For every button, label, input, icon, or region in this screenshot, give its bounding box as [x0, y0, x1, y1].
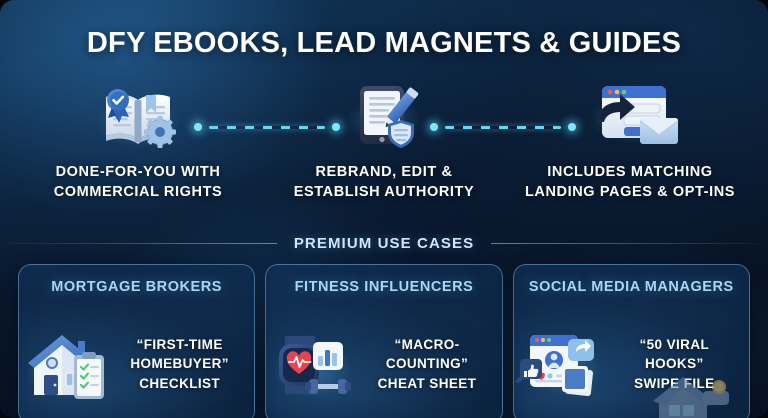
dashed-line	[209, 125, 325, 129]
card-text: “FIRST-TIME HOMEBUYER” CHECKLIST	[115, 335, 254, 392]
feature-caption-line2: ESTABLISH AUTHORITY	[293, 183, 475, 200]
connector-line-2	[430, 122, 576, 132]
feature-caption: INCLUDES MATCHING LANDING PAGES & OPT-IN…	[525, 163, 735, 202]
document-pencil-shield-icon	[261, 76, 507, 154]
feature-caption-line2: LANDING PAGES & OPT-INS	[524, 183, 736, 200]
use-case-card-row: MORTGAGE BROKERS	[18, 264, 750, 418]
card-text-line2: CHEAT SHEET	[377, 375, 477, 391]
section-divider: PREMIUM USE CASES	[0, 232, 768, 254]
feature-caption: REBRAND, EDIT & ESTABLISH AUTHORITY	[294, 163, 475, 202]
connector-dot-icon	[430, 123, 438, 131]
connector-line-1	[194, 122, 340, 132]
smartwatch-heartrate-dumbbell-icon	[266, 321, 362, 407]
feature-caption-line1: INCLUDES MATCHING	[547, 164, 713, 180]
card-title: FITNESS INFLUENCERS	[294, 279, 474, 295]
feature-row: DONE-FOR-YOU WITH COMMERCIAL RIGHTS	[0, 76, 768, 201]
house-checklist-icon	[19, 321, 115, 407]
feature-caption-line1: DONE-FOR-YOU WITH	[55, 164, 221, 180]
divider-line-left	[0, 242, 277, 244]
feature-item-rebrand-edit: REBRAND, EDIT & ESTABLISH AUTHORITY	[261, 76, 507, 202]
card-text-line1: “FIRST-TIME	[136, 337, 223, 353]
section-title: PREMIUM USE CASES	[293, 234, 475, 252]
page-title: DFY EBOOKS, LEAD MAGNETS & GUIDES	[86, 27, 682, 59]
connector-dot-icon	[332, 123, 340, 131]
card-text-line2: SWIPE FILE	[634, 375, 715, 391]
feature-caption-line2: COMMERCIAL RIGHTS	[53, 183, 223, 200]
book-badge-gear-icon	[15, 76, 261, 154]
use-case-card-fitness-influencers[interactable]: FITNESS INFLUENCERS	[265, 264, 503, 418]
feature-item-landing-pages: INCLUDES MATCHING LANDING PAGES & OPT-IN…	[507, 76, 753, 202]
card-text-line3: CHECKLIST	[139, 375, 221, 391]
social-post-share-photos-icon	[514, 321, 610, 407]
feature-item-done-for-you: DONE-FOR-YOU WITH COMMERCIAL RIGHTS	[15, 76, 261, 202]
card-body: “FIRST-TIME HOMEBUYER” CHECKLIST	[19, 305, 254, 418]
divider-line-right	[491, 242, 768, 244]
card-text: “50 VIRAL HOOKS” SWIPE FILE	[610, 335, 749, 392]
dashed-line	[445, 125, 561, 129]
card-text-line2: HOMEBUYER”	[130, 356, 229, 372]
card-text-line1: “MACRO-COUNTING”	[385, 337, 469, 372]
card-body: “MACRO-COUNTING” CHEAT SHEET	[266, 305, 501, 418]
use-case-card-mortgage-brokers[interactable]: MORTGAGE BROKERS	[18, 264, 256, 418]
feature-caption: DONE-FOR-YOU WITH COMMERCIAL RIGHTS	[54, 163, 223, 202]
card-text: “MACRO-COUNTING” CHEAT SHEET	[362, 335, 501, 392]
connector-dot-icon	[568, 123, 576, 131]
card-text-line1: “50 VIRAL HOOKS”	[639, 337, 710, 372]
connector-dot-icon	[194, 123, 202, 131]
card-title: SOCIAL MEDIA MANAGERS	[528, 279, 734, 295]
feature-caption-line1: REBRAND, EDIT &	[315, 164, 453, 180]
use-case-card-social-media-managers[interactable]: SOCIAL MEDIA MANAGERS	[512, 264, 750, 418]
browser-arrow-envelope-icon	[507, 76, 753, 154]
card-title: MORTGAGE BROKERS	[51, 279, 223, 295]
card-body: “50 VIRAL HOOKS” SWIPE FILE	[514, 305, 749, 418]
